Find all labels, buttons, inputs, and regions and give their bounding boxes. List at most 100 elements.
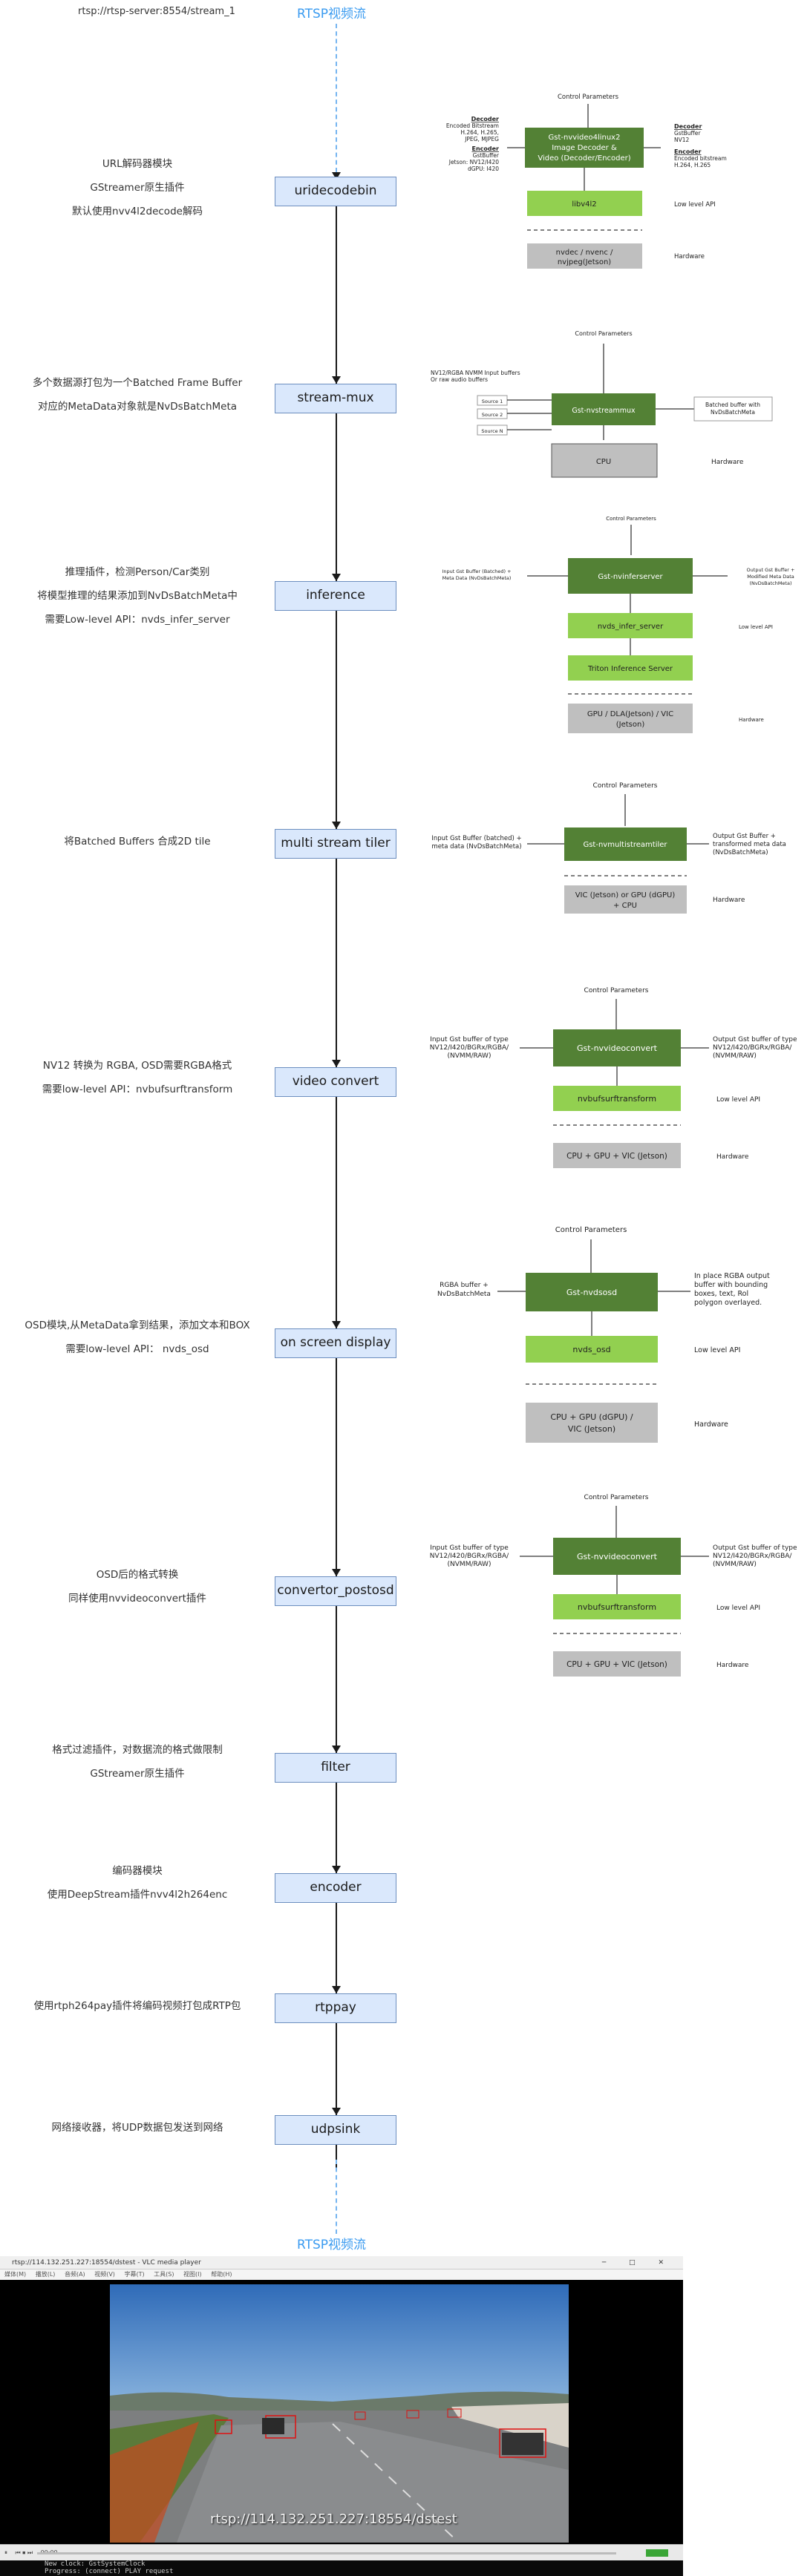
mux-panel: Control Parameters NV12/RGBA NVMM Input …	[423, 323, 810, 482]
pipeline-desc-4-1: 需要low-level API：nvbufsurftransform	[42, 1084, 233, 1095]
player-controls: ⏸ ⏮ ⏹ ⏭ 00:00	[0, 2544, 683, 2560]
decoder-hw-line2: nvjpeg(Jetson)	[558, 258, 611, 266]
decoder-plugin-line1: Gst-nvvideo4linux2	[549, 134, 621, 142]
menu-playback[interactable]: 播放(L)	[35, 2271, 56, 2278]
decoder-right-title1: Decoder	[674, 123, 702, 130]
decoder-left-text2a: GstBuffer	[473, 152, 500, 159]
pipeline-desc-1-0: 多个数据源打包为一个Batched Frame Buffer	[32, 377, 243, 389]
infer-panel: Control Parameters Input Gst Buffer (Bat…	[423, 512, 810, 738]
tiler-input-line1: Input Gst Buffer (batched) +	[431, 835, 521, 842]
conv2-lowlevel-box	[553, 1594, 681, 1619]
mux-hw-text: CPU	[596, 458, 611, 466]
pipeline-node-5: on screen display	[275, 1328, 396, 1358]
decoder-lowlevel-text: libv4l2	[572, 200, 596, 209]
decoder-right-text2b: H.264, H.265	[674, 162, 711, 168]
infer-hw-line2: (Jetson)	[616, 721, 645, 729]
conv2-output-line2: NV12/I420/BGRx/RGBA/	[713, 1553, 792, 1560]
flow-arrowhead-9	[332, 1986, 341, 1993]
flow-arrowhead-3	[332, 822, 341, 829]
pipeline-desc-2-2: 需要Low-level API：nvds_infer_server	[45, 614, 230, 626]
terminal-line-1: New clock: GstSystemClock	[45, 2560, 146, 2568]
osd-plugin-box	[526, 1273, 658, 1311]
flow-arrowhead-7	[332, 1746, 341, 1753]
pipeline-desc-7-0: 格式过滤插件，对数据流的格式做限制	[52, 1744, 223, 1756]
conv2-hw-label: Hardware	[716, 1662, 749, 1669]
flow-arrowhead-1	[332, 376, 341, 384]
conv1-panel-svg: Control Parameters Input Gst buffer of t…	[430, 987, 797, 1168]
conv2-plugin-text: Gst-nvvideoconvert	[577, 1552, 658, 1561]
tiler-plugin-text: Gst-nvmultistreamtiler	[583, 841, 667, 849]
play-pause-icon[interactable]: ⏸	[4, 2549, 7, 2556]
pipeline-node-0: uridecodebin	[275, 177, 396, 206]
bottom-rtsp-marker: RTSP视频流	[297, 2238, 367, 2252]
menu-video[interactable]: 视频(V)	[94, 2271, 115, 2278]
osd-hw-line2: VIC (Jetson)	[568, 1424, 615, 1434]
tiler-panel-svg: Control Parameters Input Gst Buffer (bat…	[431, 782, 786, 914]
player-menubar: 媒体(M) 播放(L) 音频(A) 视频(V) 字幕(T) 工具(S) 视图(I…	[0, 2269, 683, 2280]
menu-help[interactable]: 帮助(H)	[211, 2271, 232, 2278]
conv2-control-text: Control Parameters	[584, 1494, 649, 1501]
decoder-left-text1a: Encoded Bitstream	[446, 122, 499, 129]
pipeline-desc-8-1: 使用DeepStream插件nvv4l2h264enc	[47, 1889, 228, 1901]
input-flow-line	[336, 24, 337, 172]
flow-arrowhead-10	[332, 2108, 341, 2115]
infer-lowlevel-box	[568, 613, 693, 638]
window-controls[interactable]: ─ □ ✕	[601, 2259, 674, 2267]
mux-output-line1: Batched buffer with	[705, 402, 760, 408]
decoder-right-text1b: NV12	[674, 137, 690, 143]
detection-box-6	[447, 2408, 462, 2418]
next-icon[interactable]: ⏭	[27, 2549, 33, 2556]
road-surface	[177, 2422, 569, 2543]
stop-icon[interactable]: ⏹	[22, 2549, 26, 2556]
seek-bar[interactable]	[37, 2552, 616, 2554]
mux-output-line2: NvDsBatchMeta	[711, 409, 755, 416]
conv2-lowlevel-text: nvbufsurftransform	[578, 1602, 656, 1612]
decoder-right-text1a: GstBuffer	[674, 130, 701, 137]
osd-output-line3: boxes, text, Rol	[694, 1290, 748, 1298]
conv1-output-line2: NV12/I420/BGRx/RGBA/	[713, 1044, 792, 1052]
menu-subtitle[interactable]: 字幕(T)	[124, 2271, 145, 2278]
detection-box-5	[406, 2410, 419, 2419]
infer-low-label: Low level API	[739, 624, 773, 630]
pipeline-desc-0-2: 默认使用nvv4l2decode解码	[72, 206, 203, 217]
pipeline-desc-6-1: 同样使用nvvideoconvert插件	[68, 1593, 206, 1605]
video-frame: rtsp://114.132.251.227:18554/dstest	[110, 2284, 569, 2543]
conv1-lowlevel-box	[553, 1086, 681, 1111]
decoder-left-text2c: dGPU: I420	[468, 165, 499, 172]
menu-view[interactable]: 视图(I)	[183, 2271, 202, 2278]
volume-slider[interactable]	[646, 2549, 668, 2557]
conv2-input-line1: Input Gst buffer of type	[430, 1544, 509, 1552]
menu-tools[interactable]: 工具(S)	[154, 2271, 174, 2278]
pipeline-desc-2-1: 将模型推理的结果添加到NvDsBatchMeta中	[37, 590, 238, 602]
osd-panel: Control Parameters RGBA buffer + NvDsBat…	[423, 1217, 810, 1447]
mux-hw-box	[551, 443, 658, 478]
menu-media[interactable]: 媒体(M)	[4, 2271, 27, 2278]
conv1-input-line3: (NVMM/RAW)	[448, 1052, 491, 1060]
osd-output-line1: In place RGBA output	[694, 1272, 770, 1280]
osd-hw-label: Hardware	[694, 1420, 728, 1429]
infer-panel-svg: Control Parameters Input Gst Buffer (Bat…	[442, 516, 794, 733]
decoder-hw-box	[527, 243, 642, 269]
detection-box-3	[499, 2428, 546, 2458]
mux-plugin-text: Gst-nvstreammux	[572, 407, 636, 415]
conv1-hw-text: CPU + GPU + VIC (Jetson)	[566, 1152, 667, 1161]
conv1-output-line1: Output Gst buffer of type	[713, 1036, 797, 1043]
tiler-panel: Control Parameters Input Gst Buffer (bat…	[423, 776, 810, 924]
conv1-hw-label: Hardware	[716, 1153, 749, 1161]
flow-arrowhead-8	[332, 1866, 341, 1873]
infer-output-line2: Modified Meta Data	[747, 574, 794, 580]
menu-audio[interactable]: 音频(A)	[64, 2271, 85, 2278]
mux-inputs-note2: Or raw audio buffers	[431, 376, 488, 383]
detection-box-4	[354, 2411, 366, 2420]
conv2-output-line3: (NVMM/RAW)	[713, 1561, 757, 1568]
top-rtsp-marker: RTSP视频流	[297, 7, 367, 22]
tiler-output-line3: (NvDsBatchMeta)	[713, 849, 768, 856]
prev-icon[interactable]: ⏮	[15, 2549, 21, 2556]
conv1-low-label: Low level API	[716, 1096, 760, 1104]
tiler-hw-line1: VIC (Jetson) or GPU (dGPU)	[575, 891, 676, 899]
tiler-output-line1: Output Gst Buffer +	[713, 833, 776, 840]
infer-input-line2: Meta Data (NvDsBatchMeta)	[442, 575, 512, 581]
conv2-plugin-box	[553, 1538, 681, 1575]
conv2-output-line1: Output Gst buffer of type	[713, 1544, 797, 1552]
decoder-right-text2a: Encoded bitstream	[674, 155, 727, 162]
